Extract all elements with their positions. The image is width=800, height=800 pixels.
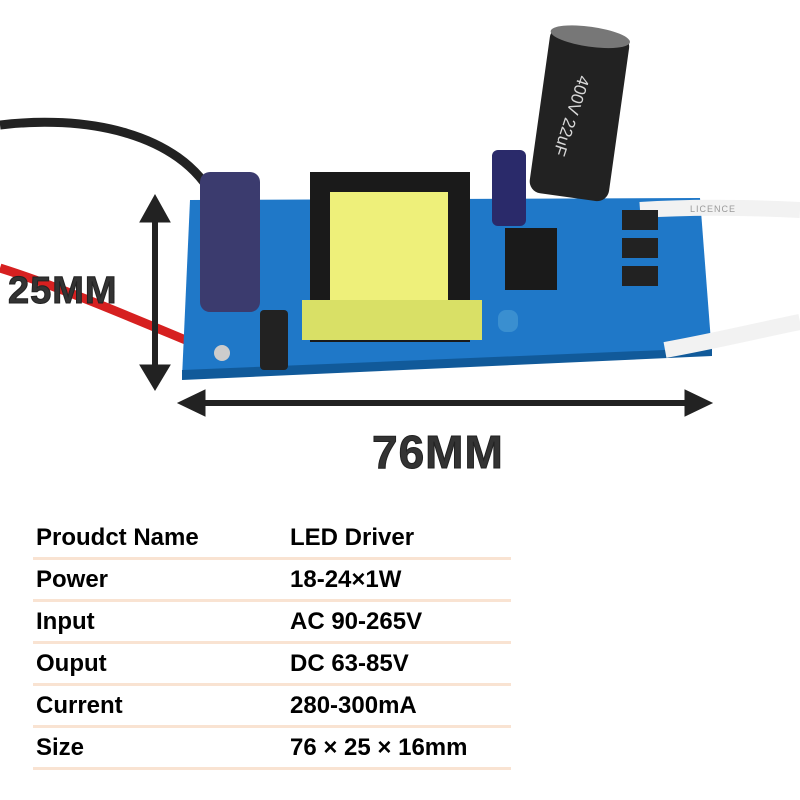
- spec-value: DC 63-85V: [290, 650, 409, 677]
- spec-row-input: Input AC 90-265V: [33, 602, 511, 644]
- spec-table: Proudct Name LED Driver Power 18-24×1W Inp…: [33, 518, 511, 770]
- solder-pad: [214, 345, 230, 361]
- black-wire: [0, 117, 220, 203]
- width-dimension-label: 76MM: [372, 426, 504, 479]
- spec-label: Current: [36, 692, 123, 719]
- ceramic-capacitor: [498, 310, 518, 332]
- width-arrow: [176, 389, 714, 417]
- spec-row-size: Size 76 × 25 × 16mm: [33, 728, 511, 770]
- spec-value: AC 90-265V: [290, 608, 423, 635]
- spec-label: Ouput: [36, 650, 107, 677]
- spec-value: LED Driver: [290, 524, 415, 551]
- pcb-edge: [182, 348, 712, 380]
- spec-label: Input: [36, 608, 95, 635]
- spec-value: 18-24×1W: [290, 566, 402, 593]
- height-dimension-label: 25MM: [8, 270, 118, 313]
- height-arrow: [139, 193, 171, 391]
- transformer-core: [330, 192, 448, 302]
- spec-row-power: Power 18-24×1W: [33, 560, 511, 602]
- spec-label: Size: [36, 734, 85, 761]
- spec-row-current: Current 280-300mA: [33, 686, 511, 728]
- transistor: [260, 310, 288, 370]
- spec-row-product-name: Proudct Name LED Driver: [33, 518, 511, 560]
- white-wire-top: [639, 199, 800, 218]
- spec-label: Proudct Name: [36, 524, 199, 551]
- spec-label: Power: [36, 566, 109, 593]
- capacitor-small: [492, 150, 526, 226]
- ic-chip: [505, 228, 557, 290]
- diode: [622, 210, 658, 230]
- capacitor-top: [550, 25, 630, 49]
- transformer-base: [302, 300, 482, 340]
- spec-row-output: Ouput DC 63-85V: [33, 644, 511, 686]
- diode: [622, 266, 658, 286]
- capacitor-left: [200, 172, 260, 312]
- spec-value: 280-300mA: [290, 692, 417, 719]
- white-wire-bottom: [663, 314, 800, 358]
- wire-label: LICENCE: [690, 204, 736, 214]
- diode: [622, 238, 658, 258]
- capacitor-large: [529, 26, 630, 202]
- spec-value: 76 × 25 × 16mm: [290, 734, 468, 761]
